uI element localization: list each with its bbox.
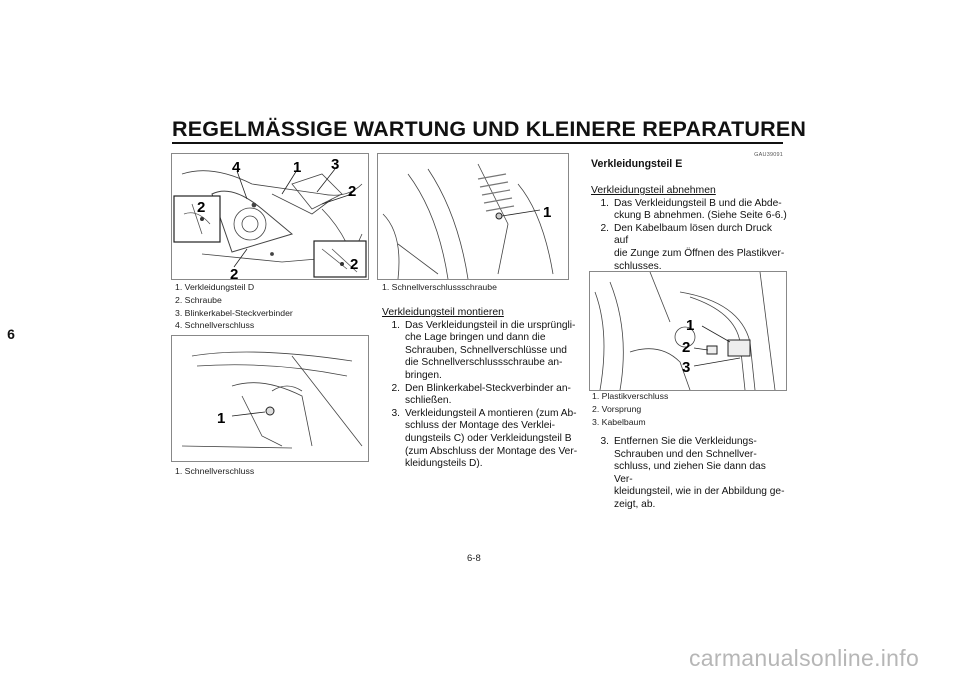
title-rule: [172, 142, 783, 144]
callout-3: 3: [331, 156, 339, 173]
caption-item: 3. Kabelbaum: [592, 416, 646, 427]
caption-item: 1. Schnellverschlussschraube: [382, 282, 497, 292]
step-line: die Schnellverschlussschraube an-: [405, 357, 563, 369]
callout-2-right: 2: [348, 183, 356, 200]
step-line: Schrauben und den Schnellver-: [614, 448, 757, 460]
step-line: schlusses.: [614, 260, 662, 272]
step-line: schluss der Montage des Verklei-: [405, 420, 556, 432]
step-line: (zum Abschluss der Montage des Ver-: [405, 445, 578, 457]
step-line: dungsteils C) oder Verkleidungsteil B: [405, 432, 572, 444]
step-line: Das Verkleidungsteil B und die Abde-: [614, 197, 782, 209]
step-line: kleidungsteil, wie in der Abbildung ge-: [614, 486, 785, 498]
figure-fairing-d-captions: 1. Verkleidungsteil D 2. Schraube 3. Bli…: [175, 281, 293, 332]
install-step: 3. Verkleidungsteil A montieren (zum Ab-…: [382, 408, 578, 471]
caption-item: 2. Schraube: [175, 294, 222, 305]
watermark: carmanualsonline.info: [689, 645, 920, 671]
figure-quick-screw: 1: [377, 153, 569, 280]
remove-section-continued: 3. Entfernen Sie die Verkleidungs- Schra…: [591, 436, 787, 512]
figure-harness-clip: 1 2 3: [589, 271, 787, 391]
step-line: Schrauben, Schnellverschlüsse und: [405, 344, 567, 356]
step-line: Entfernen Sie die Verkleidungs-: [614, 436, 757, 447]
page-title: REGELMÄSSIGE WARTUNG UND KLEINERE REPARA…: [172, 117, 807, 141]
remove-heading: Verkleidungsteil abnehmen: [591, 185, 716, 196]
figure-harness-clip-captions: 1. Plastikverschluss 2. Vorsprung 3. Kab…: [592, 390, 668, 428]
remove-step: 2. Den Kabelbaum lösen durch Druck auf d…: [591, 223, 787, 273]
step-line: schluss, und ziehen Sie dann das Ver-: [614, 461, 766, 485]
caption-item: 1. Verkleidungsteil D: [175, 282, 255, 292]
caption-item: 4. Schnellverschluss: [175, 320, 255, 331]
callout-2-left: 2: [197, 199, 205, 216]
harness-clip-illustration: 1 2 3: [594, 272, 776, 390]
step-line: ckung B abnehmen. (Siehe Seite 6-6.): [614, 210, 787, 222]
step-line: Den Blinkerkabel-Steckverbinder an-: [405, 382, 571, 394]
document-code: GAU39091: [754, 152, 783, 158]
caption-item: 2. Vorsprung: [592, 403, 642, 414]
section-title: Verkleidungsteil E: [591, 158, 683, 170]
callout-2-inset: 2: [350, 256, 358, 273]
callout-1: 1: [217, 410, 225, 427]
step-number: 3.: [391, 407, 401, 419]
step-line: die Zunge zum Öffnen des Plastikver-: [614, 247, 785, 259]
callout-3: 3: [682, 359, 690, 376]
chapter-tab: 6: [7, 326, 15, 342]
step-line: Das Verkleidungsteil in die ursprüngli-: [405, 319, 576, 331]
step-line: che Lage bringen und dann die: [405, 332, 546, 344]
callout-1: 1: [543, 204, 551, 221]
callout-1: 1: [293, 159, 301, 176]
callout-4: 4: [232, 159, 241, 176]
step-line: schließen.: [405, 395, 452, 407]
step-number: 3.: [600, 436, 610, 447]
callout-2-bottom: 2: [230, 266, 238, 279]
step-line: kleidungsteils D).: [405, 458, 483, 470]
caption-item: 3. Blinkerkabel-Steckverbinder: [175, 307, 293, 318]
callout-1: 1: [686, 317, 694, 334]
step-number: 2.: [600, 222, 610, 234]
figure-quick-fastener-captions: 1. Schnellverschluss: [175, 465, 254, 478]
step-number: 2.: [391, 382, 401, 394]
quick-fastener-illustration: 1: [181, 351, 363, 449]
step-line: Verkleidungsteil A montieren (zum Ab-: [405, 407, 577, 419]
step-line: zeigt, ab.: [614, 498, 656, 510]
quick-screw-illustration: 1: [382, 163, 554, 279]
page-number: 6-8: [467, 553, 481, 564]
remove-step: 1. Das Verkleidungsteil B und die Abde- …: [591, 198, 787, 223]
install-step: 1. Das Verkleidungsteil in die ursprüngl…: [382, 320, 578, 383]
step-line: bringen.: [405, 369, 442, 381]
step-number: 1.: [600, 197, 610, 209]
remove-section: Verkleidungsteil abnehmen 1. Das Verklei…: [591, 185, 787, 273]
caption-item: 1. Plastikverschluss: [592, 391, 669, 401]
install-section: Verkleidungsteil montieren 1. Das Verkle…: [382, 307, 578, 471]
step-line: Den Kabelbaum lösen durch Druck auf: [614, 222, 772, 247]
fairing-d-illustration: 4 1 3 2 2 2 2: [173, 156, 367, 279]
figure-fairing-d: 4 1 3 2 2 2 2: [171, 153, 369, 280]
remove-step: 3. Entfernen Sie die Verkleidungs- Schra…: [591, 436, 787, 512]
step-number: 1.: [391, 319, 401, 331]
figure-quick-fastener: 1: [171, 335, 369, 462]
install-step: 2. Den Blinkerkabel-Steckverbinder an- s…: [382, 383, 578, 408]
figure-quick-screw-captions: 1. Schnellverschlussschraube: [382, 281, 497, 294]
caption-item: 1. Schnellverschluss: [175, 466, 255, 476]
callout-2: 2: [682, 339, 690, 356]
install-heading: Verkleidungsteil montieren: [382, 307, 504, 318]
